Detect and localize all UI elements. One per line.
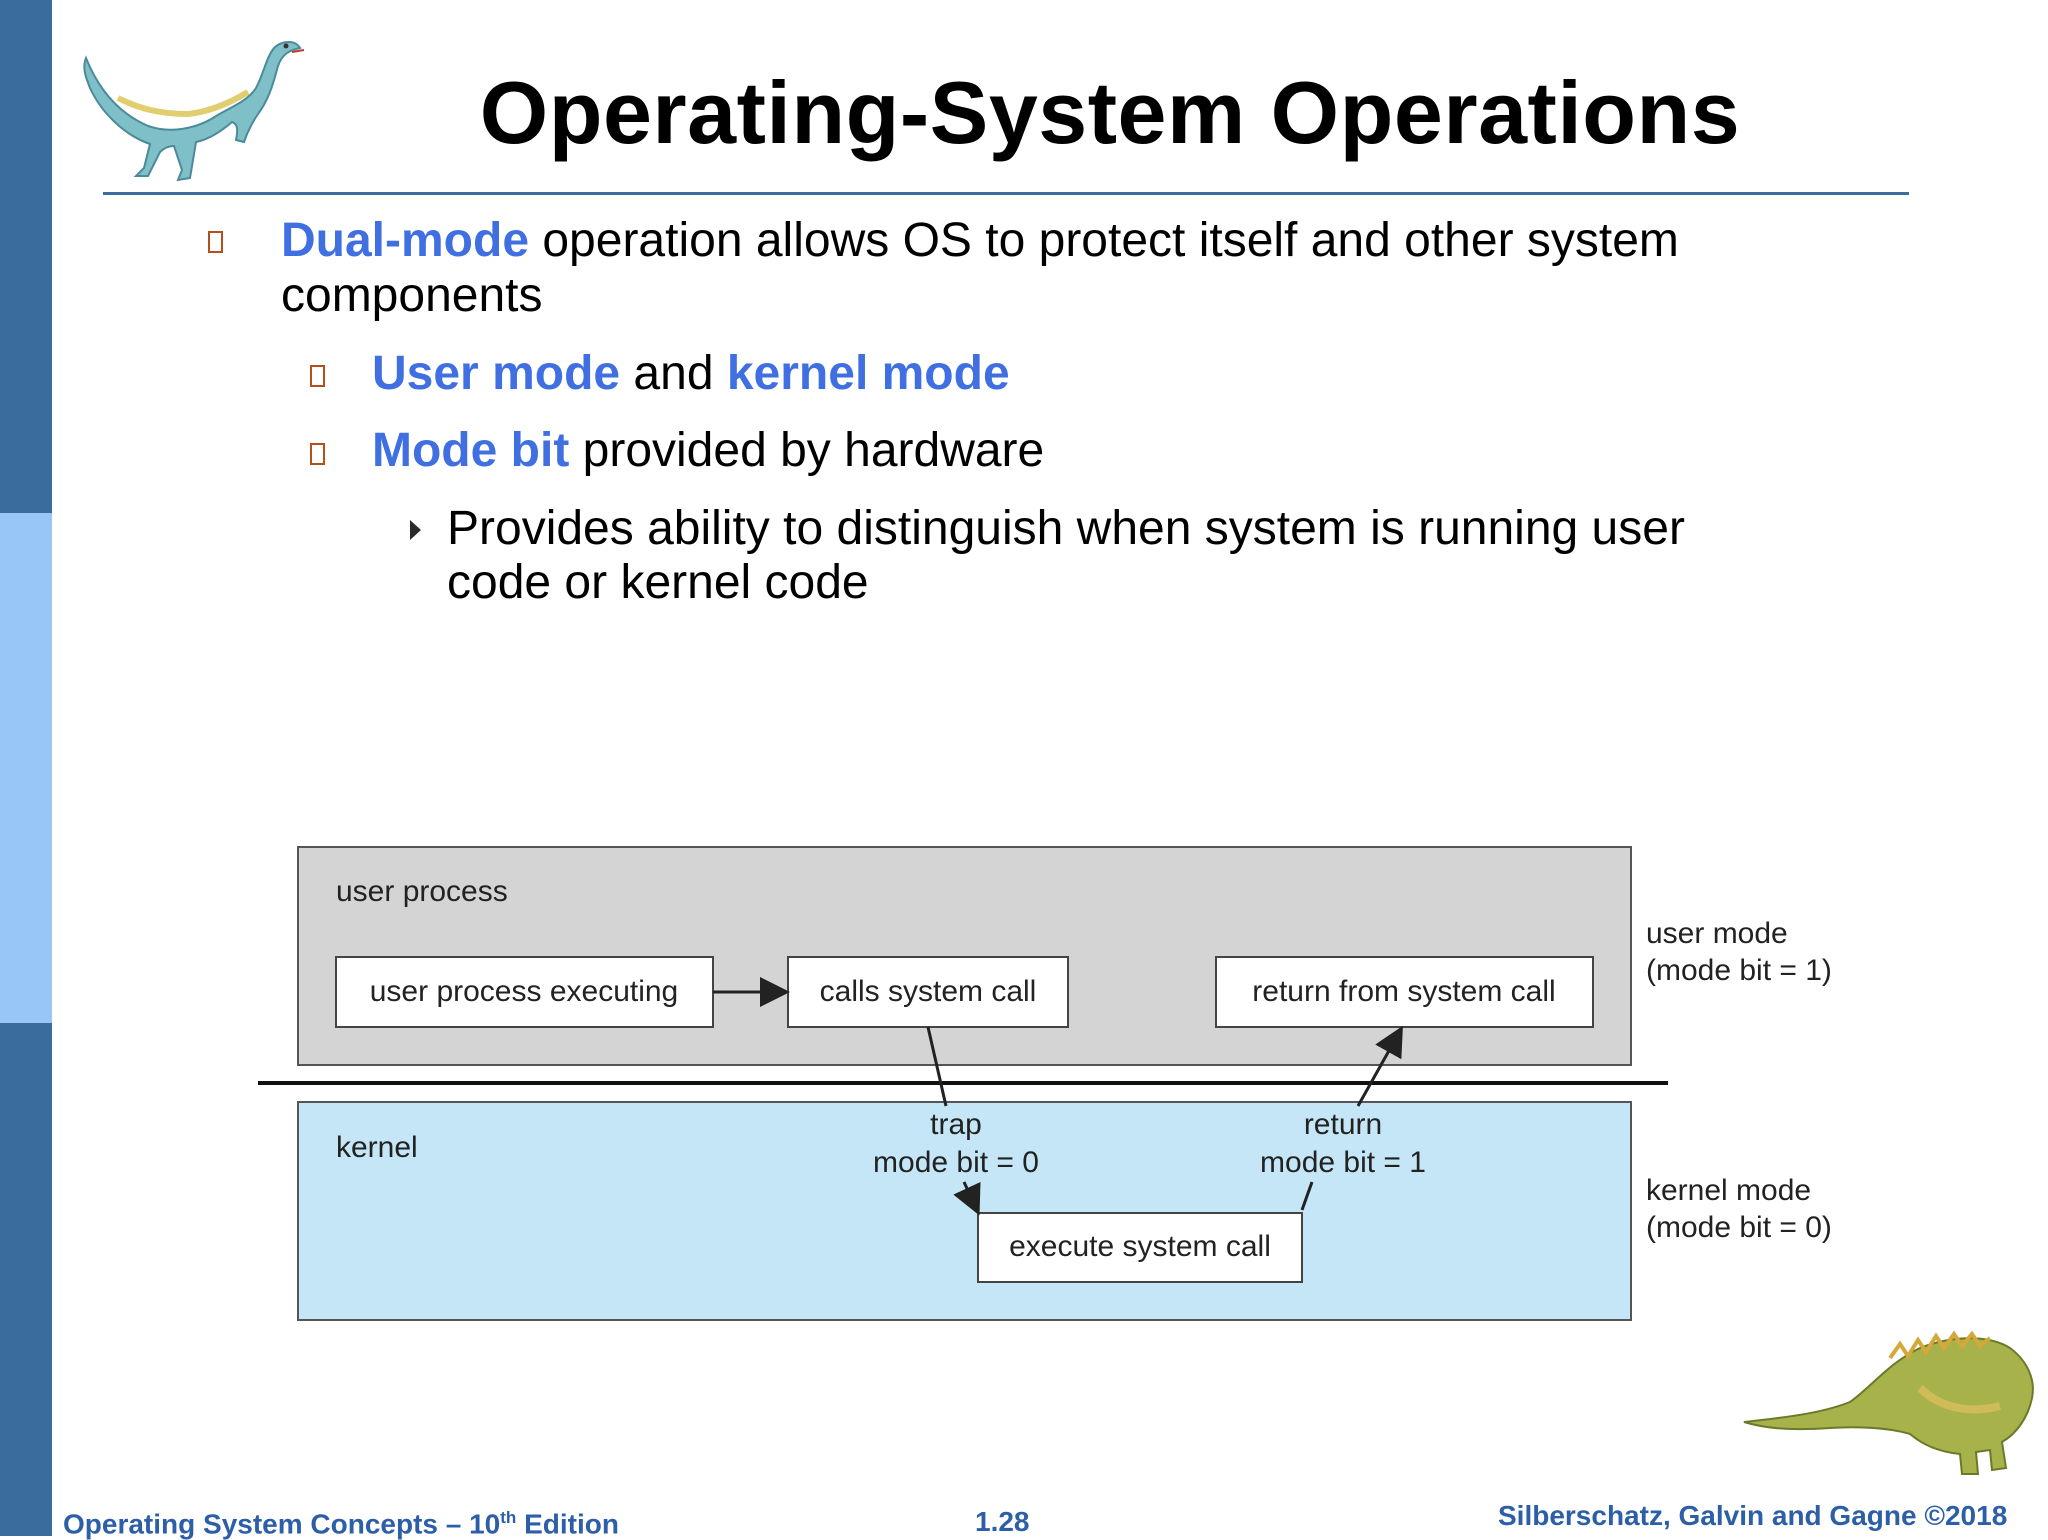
- box-return-from-system-call: [1215, 956, 1594, 1028]
- user-mode-bit: (mode bit = 1): [1646, 954, 1832, 987]
- footer-left-suffix: Edition: [516, 1508, 619, 1540]
- kernel-region-label: kernel: [336, 1131, 418, 1164]
- slide-title: Operating-System Operations: [479, 63, 1741, 162]
- trap-label: trap: [930, 1108, 982, 1141]
- bullet-box-icon: [310, 443, 325, 465]
- dual-mode-term: Dual-mode: [281, 214, 530, 267]
- sidebar-segment-bottom: [0, 1023, 52, 1536]
- box-user-process-executing: [335, 956, 714, 1028]
- user-region-label: user process: [336, 875, 508, 908]
- kernel-mode-label: kernel mode: [1646, 1174, 1811, 1207]
- box-return-from-system-call-label: return from system call: [1252, 975, 1555, 1008]
- user-mode-label: user mode: [1646, 917, 1788, 950]
- box-execute-system-call-label: execute system call: [1009, 1230, 1271, 1263]
- bullet-1-text: operation allows OS to protect itself an…: [529, 214, 1679, 267]
- arrow-icon: [926, 1026, 948, 1107]
- arrow-icon: [953, 1181, 981, 1216]
- footer-left-text: Operating System Concepts – 10: [63, 1508, 501, 1540]
- trap-mode-bit: mode bit = 0: [873, 1146, 1039, 1179]
- kernel-mode-term: kernel mode: [726, 347, 1010, 400]
- bullet-box-icon: [310, 365, 325, 387]
- bullet-4-line-1: Provides ability to distinguish when sys…: [447, 502, 1685, 555]
- arrow-icon: [1356, 1025, 1403, 1107]
- footer-right: Silberschatz, Galvin and Gagne ©2018: [1498, 1500, 2008, 1531]
- box-calls-system-call-label: calls system call: [820, 975, 1037, 1008]
- page-number: 1.28: [975, 1506, 1030, 1537]
- title-divider: [103, 192, 1909, 195]
- bullet-2-connector: and: [620, 347, 727, 400]
- dinosaur-icon: [83, 41, 305, 182]
- arrow-icon: [1300, 1181, 1314, 1211]
- bullet-1-line-2: components: [281, 269, 543, 322]
- footer-left: Operating System Concepts – 10th Edition: [63, 1508, 619, 1540]
- sidebar-segment-top: [0, 0, 52, 513]
- user-mode-term: User mode: [372, 347, 621, 400]
- box-calls-system-call: [787, 956, 1069, 1028]
- footer-left-sup: th: [500, 1508, 517, 1527]
- mode-bit-term: Mode bit: [372, 424, 570, 477]
- return-label: return: [1304, 1108, 1382, 1141]
- box-execute-system-call: [977, 1212, 1303, 1283]
- kernel-mode-bit: (mode bit = 0): [1646, 1211, 1832, 1244]
- sidebar-segment-middle: [0, 513, 52, 1023]
- box-user-process-executing-label: user process executing: [370, 975, 679, 1008]
- bullet-1-line-1: Dual-mode operation allows OS to protect…: [281, 213, 1679, 269]
- bullet-3-text: provided by hardware: [569, 424, 1045, 477]
- dinosaur-icon: [1743, 1330, 2034, 1475]
- bullet-4-line-2: code or kernel code: [447, 556, 869, 609]
- bullet-box-icon: [208, 231, 223, 253]
- bullet-3-line: Mode bit provided by hardware: [372, 423, 1044, 479]
- left-sidebar: [0, 0, 52, 1536]
- bullet-2-line: User mode and kernel mode: [372, 346, 1010, 402]
- triangle-bullet-icon: [410, 520, 421, 540]
- return-mode-bit: mode bit = 1: [1260, 1146, 1426, 1179]
